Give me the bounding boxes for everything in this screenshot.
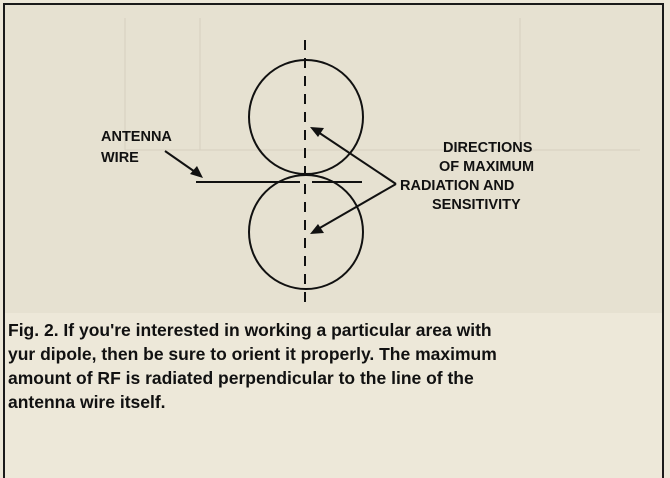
caption-panel [3,313,664,478]
antenna-wire-label-line1: ANTENNA [101,129,172,145]
directions-label-line3: RADIATION AND [400,178,514,194]
bleed-through [124,18,640,151]
figure-caption: Fig. 2. If you're interested in working … [8,320,497,412]
arrow-to-upper-lobe [317,131,397,185]
antenna-wire-arrowhead [190,166,203,178]
directions-label-line4: SENSITIVITY [432,197,521,213]
arrow-upper-head [310,127,324,137]
antenna-wire-label-line2: WIRE [101,150,139,166]
directions-label-line1: DIRECTIONS [443,140,533,156]
arrow-lower-head [310,224,324,234]
directions-label-line2: OF MAXIMUM [439,159,534,175]
lower-lobe [248,174,364,290]
antenna-wire-pointer [164,150,199,175]
arrow-to-lower-lobe [317,183,397,230]
